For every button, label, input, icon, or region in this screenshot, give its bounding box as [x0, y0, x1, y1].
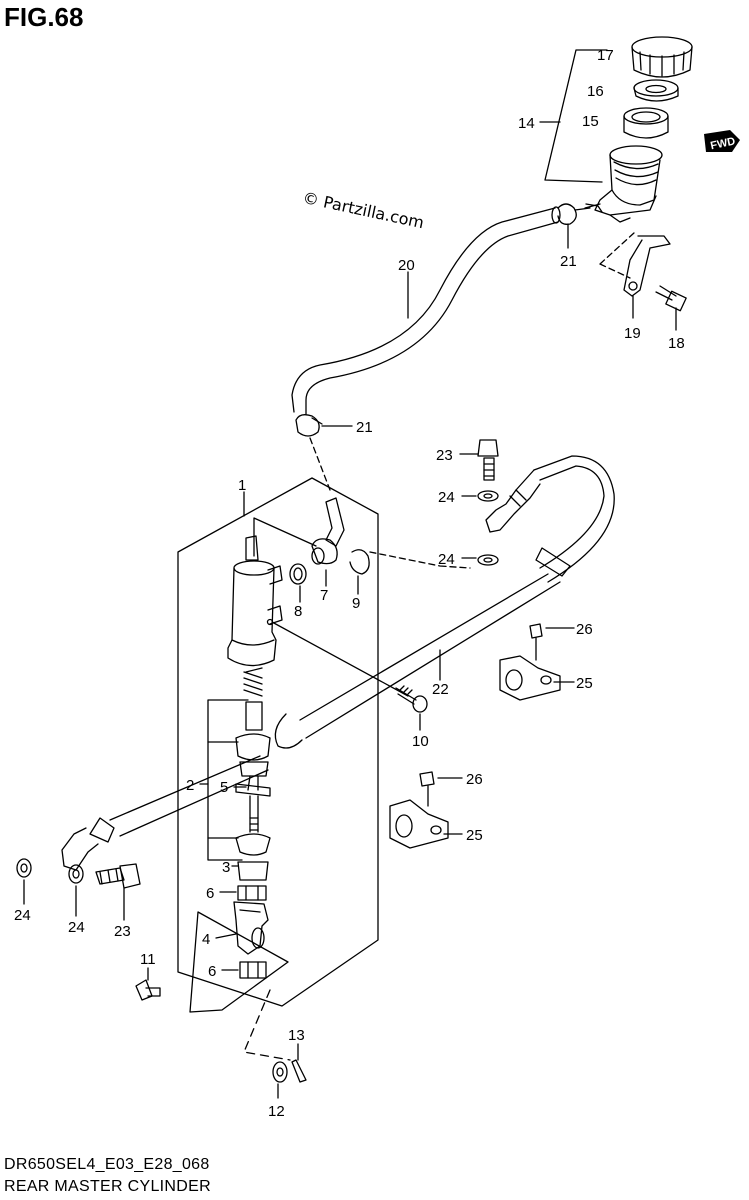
callout-17: 17	[597, 47, 614, 64]
callout-13: 13	[288, 1027, 305, 1044]
brake-hose	[61, 455, 615, 871]
washer	[272, 1061, 288, 1083]
clevis-pin	[135, 979, 161, 1001]
pin-outline	[189, 911, 289, 1013]
callout-26-lower: 26	[466, 771, 483, 788]
bracket-line	[207, 741, 239, 839]
callout-16: 16	[587, 83, 604, 100]
callout-8: 8	[294, 603, 302, 620]
sealing-washer	[477, 490, 499, 502]
hose-fitting	[311, 497, 345, 565]
callout-24-middle: 24	[438, 551, 455, 568]
callout-26-upper: 26	[576, 621, 593, 638]
fwd-label: FWD	[709, 135, 736, 152]
callout-2: 2	[186, 777, 194, 794]
callout-7: 7	[320, 587, 328, 604]
banjo-bolt	[95, 863, 141, 889]
callout-23-lower: 23	[114, 923, 131, 940]
callout-21-lower: 21	[356, 419, 373, 436]
callout-5: 5	[220, 779, 228, 796]
reservoir-diaphragm	[623, 107, 669, 139]
rod-boot	[235, 833, 271, 881]
callout-15: 15	[582, 113, 599, 130]
bracket-line	[544, 49, 608, 183]
callout-3: 3	[222, 859, 230, 876]
callout-10: 10	[412, 733, 429, 750]
o-ring	[289, 563, 307, 585]
assembly-outline	[177, 477, 379, 1007]
callout-20: 20	[398, 257, 415, 274]
bracket-line	[207, 699, 249, 861]
hose-guide	[499, 623, 561, 701]
leader-line	[271, 621, 409, 697]
callout-6-lower: 6	[208, 963, 216, 980]
callout-18: 18	[668, 335, 685, 352]
hose-end-fitting	[485, 469, 541, 533]
reservoir-body	[584, 145, 663, 223]
sealing-washer	[477, 554, 499, 566]
circlip	[349, 549, 370, 575]
callout-14: 14	[518, 115, 535, 132]
leader-line	[599, 231, 636, 279]
lock-nut	[237, 885, 267, 901]
leader-line	[253, 517, 317, 557]
callout-24-left: 24	[14, 907, 31, 924]
lock-nut	[239, 961, 267, 979]
fwd-arrow-icon: FWD	[704, 130, 740, 152]
callout-22: 22	[432, 681, 449, 698]
callout-6-upper: 6	[206, 885, 214, 902]
leader-line	[215, 933, 237, 939]
piston	[235, 701, 271, 761]
callout-24-lower: 24	[68, 919, 85, 936]
reservoir-cap	[631, 36, 693, 78]
diagram-caption: REAR MASTER CYLINDER	[4, 1178, 211, 1195]
banjo-bolt	[477, 439, 499, 481]
mounting-bracket	[623, 235, 671, 297]
callout-23-upper: 23	[436, 447, 453, 464]
sealing-washer	[68, 864, 84, 884]
push-rod	[235, 761, 271, 833]
callouts: 17 16 14 15 21 20 19 18 21 23 24 24 1 7 …	[14, 47, 685, 1120]
callout-19: 19	[624, 325, 641, 342]
callout-25-lower: 25	[466, 827, 483, 844]
clevis	[233, 901, 269, 955]
callout-21-upper: 21	[560, 253, 577, 270]
callout-24-upper: 24	[438, 489, 455, 506]
sealing-washer	[16, 858, 32, 878]
callout-9: 9	[352, 595, 360, 612]
hose-clamp	[557, 203, 603, 225]
reservoir-hose	[291, 206, 561, 415]
figure-title: FIG.68	[4, 2, 84, 32]
callout-4: 4	[202, 931, 210, 948]
master-cylinder-body	[227, 535, 283, 667]
hose-clamp	[295, 414, 323, 437]
bolt	[655, 285, 687, 312]
diagram-code: DR650SEL4_E03_E28_068	[4, 1156, 210, 1173]
callout-1: 1	[238, 477, 246, 494]
leader-line	[369, 551, 471, 569]
leader-line	[243, 989, 291, 1061]
hose-guide	[389, 771, 449, 849]
bolt	[395, 685, 428, 713]
reservoir-diaphragm-plate	[633, 79, 679, 102]
leader-line	[309, 437, 331, 491]
callout-12: 12	[268, 1103, 285, 1120]
cotter-pin	[291, 1059, 307, 1083]
callout-25-upper: 25	[576, 675, 593, 692]
callout-11: 11	[140, 951, 156, 968]
spring	[243, 667, 263, 697]
